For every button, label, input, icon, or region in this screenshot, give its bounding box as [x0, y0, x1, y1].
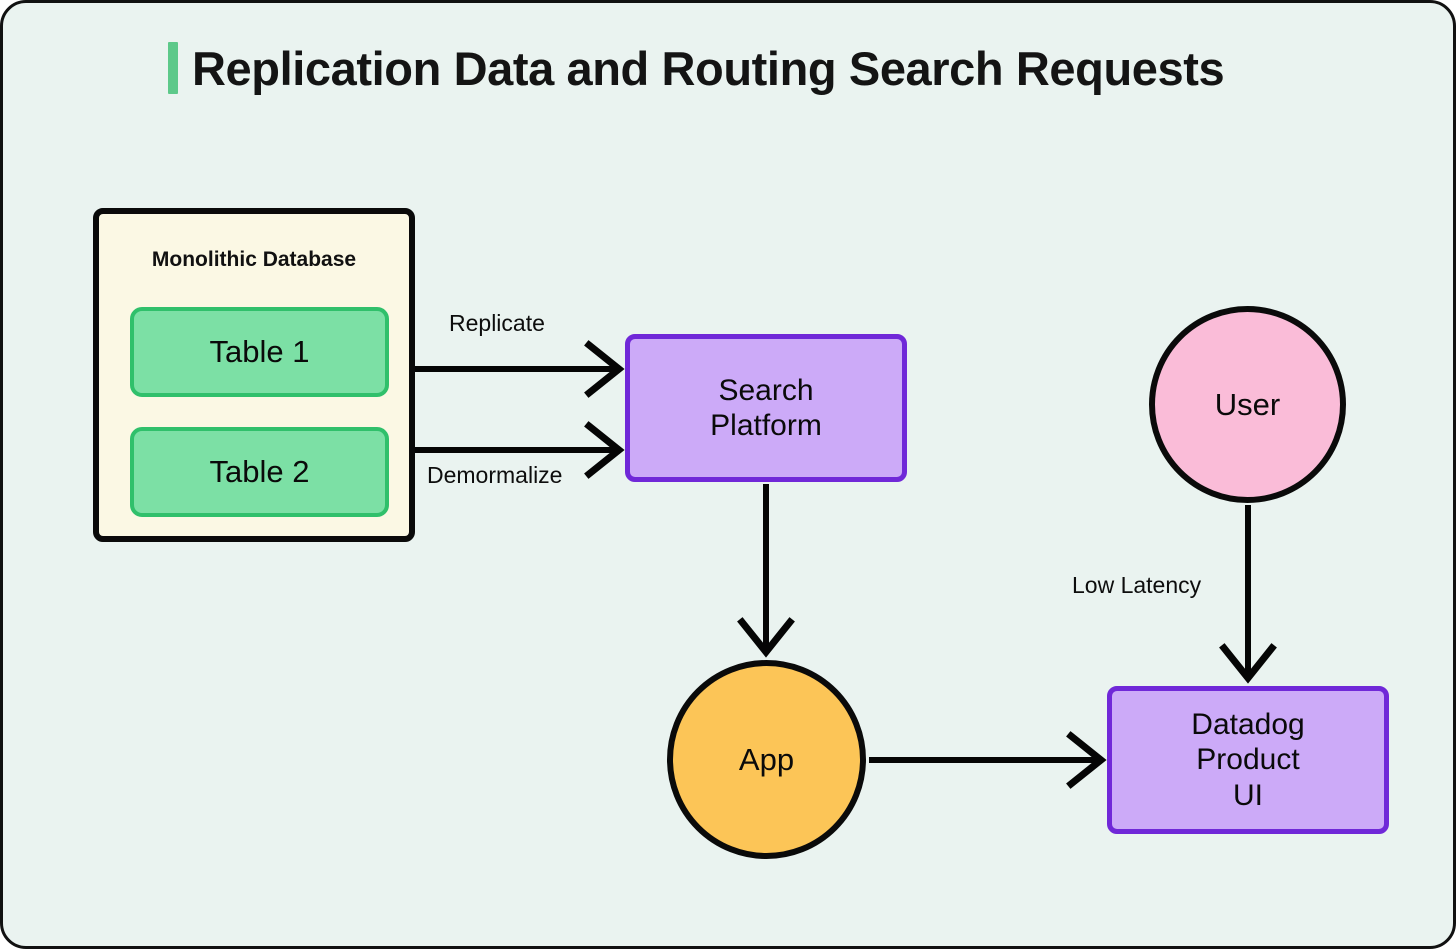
datadog-ui-label-line2: Product: [1196, 743, 1300, 777]
search-platform-label-line1: Search: [718, 373, 814, 407]
app-label: App: [738, 741, 795, 777]
edge-search-platform-to-app: [737, 484, 795, 658]
node-app[interactable]: App: [667, 660, 866, 859]
page-title: Replication Data and Routing Search Requ…: [168, 35, 1225, 101]
node-user[interactable]: User: [1149, 306, 1346, 503]
table-2-label: Table 2: [209, 454, 310, 489]
node-datadog-product-ui[interactable]: Datadog Product UI: [1107, 686, 1389, 834]
edge-label-demormalize: Demormalize: [427, 462, 563, 488]
node-table-2[interactable]: Table 2: [130, 427, 389, 517]
title-accent-bar: [168, 42, 178, 94]
datadog-ui-label-line1: Datadog: [1191, 707, 1305, 741]
edge-user-to-datadog-ui: [1219, 505, 1277, 684]
page-title-text: Replication Data and Routing Search Requ…: [192, 41, 1225, 95]
node-table-1[interactable]: Table 1: [130, 307, 389, 397]
search-platform-label-line2: Platform: [710, 409, 822, 442]
node-monolithic-database[interactable]: Monolithic Database Table 1 Table 2: [93, 208, 415, 542]
edge-table1-to-search-platform: [386, 340, 625, 398]
datadog-ui-label-line3: UI: [1233, 778, 1263, 812]
edge-app-to-datadog-ui: [869, 731, 1107, 789]
user-label: User: [1214, 386, 1281, 422]
edge-label-replicate: Replicate: [449, 310, 545, 336]
edge-label-low-latency: Low Latency: [1072, 572, 1202, 598]
table-1-label: Table 1: [209, 334, 310, 369]
database-title: Monolithic Database: [151, 248, 357, 271]
node-search-platform[interactable]: Search Platform: [625, 334, 907, 482]
